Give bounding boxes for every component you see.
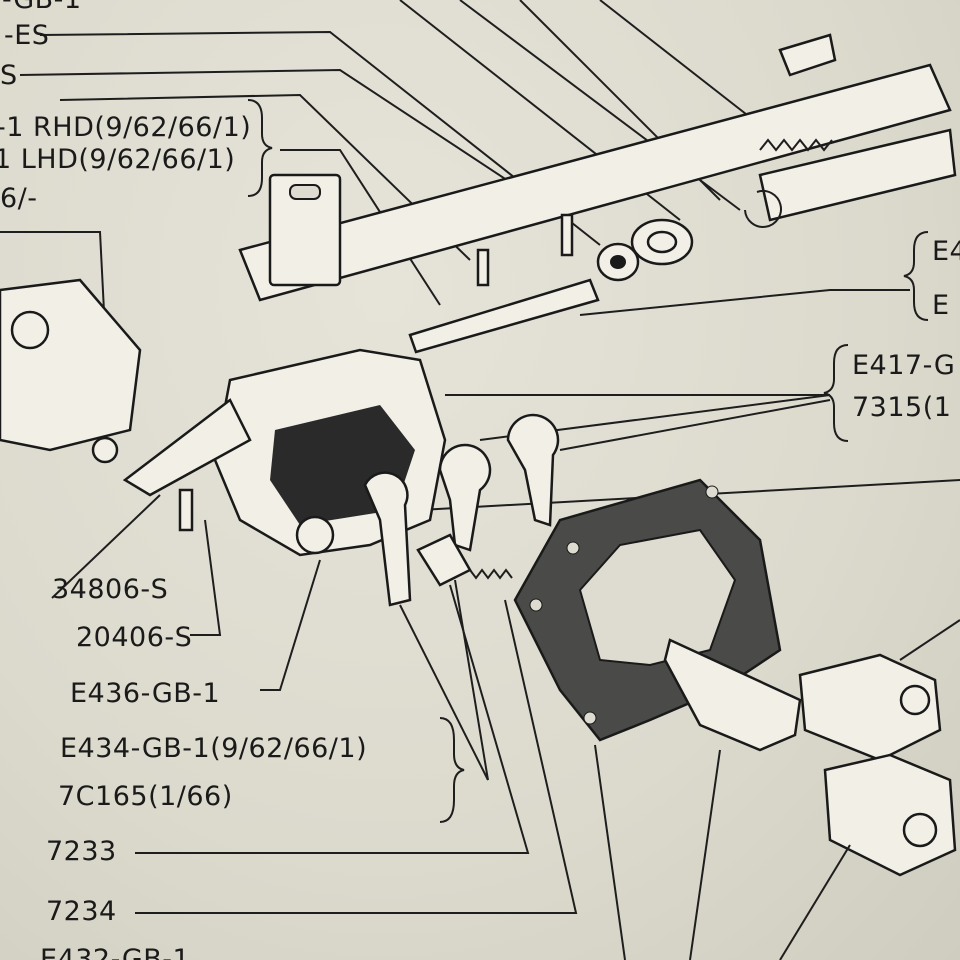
leader-line bbox=[779, 844, 851, 960]
brace bbox=[823, 344, 849, 442]
selector-block bbox=[798, 653, 942, 762]
bolt bbox=[178, 488, 194, 532]
label-e436: E436-GB-1 bbox=[70, 678, 221, 709]
spring bbox=[759, 138, 833, 152]
label-34806: 34806-S bbox=[52, 574, 169, 605]
label-20406: 20406-S bbox=[76, 622, 193, 653]
bushing-hole bbox=[646, 230, 678, 254]
leader-line bbox=[135, 584, 530, 854]
leader-line bbox=[689, 749, 721, 960]
leader-line bbox=[599, 0, 761, 126]
mount-plate bbox=[122, 398, 252, 497]
gearbox-housing bbox=[0, 278, 142, 452]
label-e4-a: E4 bbox=[932, 236, 960, 267]
label-7233: 7233 bbox=[46, 836, 117, 867]
selector-fork bbox=[438, 443, 492, 552]
gasket-hole bbox=[566, 541, 580, 555]
circlip bbox=[744, 190, 782, 228]
selector-lever bbox=[363, 471, 412, 607]
bracket-slot bbox=[289, 184, 321, 200]
cover-bush bbox=[295, 515, 335, 555]
mount-clip bbox=[778, 33, 837, 77]
label-lhd: 1 LHD(9/62/66/1) bbox=[0, 144, 236, 175]
leader-line bbox=[190, 519, 222, 636]
brace bbox=[247, 99, 273, 197]
label-s: S bbox=[0, 60, 18, 91]
interlock-plate bbox=[663, 638, 802, 752]
label-7234: 7234 bbox=[46, 896, 117, 927]
leader-line bbox=[135, 599, 578, 914]
label-7315: 7315(1 bbox=[852, 392, 952, 423]
plug bbox=[91, 436, 119, 464]
leader-line bbox=[51, 494, 161, 599]
leader-line bbox=[579, 289, 910, 316]
column-sleeve bbox=[758, 128, 957, 222]
roll-pin bbox=[560, 213, 574, 257]
label-top-gb: -GB-1 bbox=[2, 0, 82, 13]
label-c165: 7C165(1/66) bbox=[58, 781, 233, 812]
leader-line bbox=[594, 744, 626, 960]
brace bbox=[903, 231, 929, 321]
gasket-opening bbox=[578, 528, 737, 667]
leader-line bbox=[39, 30, 601, 246]
roll-pin bbox=[476, 248, 490, 287]
selector-block bbox=[823, 753, 957, 877]
leader-line bbox=[899, 619, 960, 661]
column-tube bbox=[238, 63, 952, 302]
label-e417: E417-G bbox=[852, 350, 956, 381]
detent-spring bbox=[469, 568, 513, 580]
washer-hole bbox=[610, 255, 626, 269]
leader-line bbox=[19, 68, 561, 216]
leader-line bbox=[559, 399, 831, 451]
label-e434: E434-GB-1(9/62/66/1) bbox=[60, 733, 368, 764]
label-e4-b: E bbox=[932, 290, 950, 321]
gasket-hole bbox=[529, 598, 543, 612]
block-bore bbox=[902, 812, 938, 848]
column-bracket bbox=[268, 173, 342, 287]
gasket-hole bbox=[705, 485, 719, 499]
housing-boss bbox=[10, 310, 50, 350]
leader-line bbox=[454, 579, 489, 781]
block-bore bbox=[899, 684, 931, 716]
brace bbox=[439, 717, 465, 823]
label-rhd: -1 RHD(9/62/66/1) bbox=[0, 112, 252, 143]
selector-shaft bbox=[408, 278, 600, 354]
gasket-hole bbox=[583, 711, 597, 725]
selector-fork bbox=[506, 413, 560, 527]
leader-line bbox=[260, 559, 321, 691]
leader-line bbox=[399, 604, 489, 781]
label-six: 6/- bbox=[0, 183, 38, 214]
label-es: -ES bbox=[4, 20, 50, 51]
label-bottom-partial: E432-GB-1 bbox=[40, 944, 191, 960]
